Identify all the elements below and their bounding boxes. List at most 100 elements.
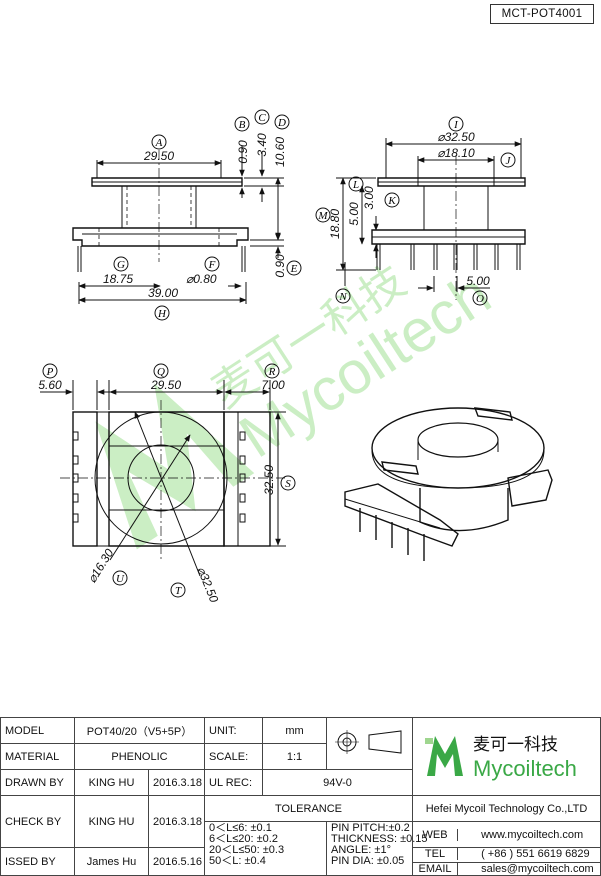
check-date: 2016.3.18 bbox=[147, 795, 206, 848]
callout-d: D bbox=[274, 114, 290, 130]
callout-s: S bbox=[280, 475, 296, 491]
tolerance-length-list: 0＜L≤6: ±0.1 6＜L≤20: ±0.2 20＜L≤50: ±0.3 5… bbox=[204, 821, 328, 876]
svg-text:N: N bbox=[338, 291, 347, 303]
dim-b: 0.90 bbox=[236, 140, 250, 164]
scale-label: SCALE: bbox=[204, 743, 264, 770]
projection-symbol bbox=[326, 717, 414, 770]
dim-f: ⌀0.80 bbox=[186, 272, 217, 286]
issued-by-label: ISSED BY bbox=[0, 847, 75, 876]
callout-k: K bbox=[384, 192, 400, 208]
callout-q: Q bbox=[153, 363, 169, 379]
web-row: WEB www.mycoiltech.com bbox=[412, 821, 601, 848]
svg-text:O: O bbox=[476, 293, 484, 305]
svg-text:K: K bbox=[387, 195, 396, 207]
drawn-by-value: KING HU bbox=[74, 769, 149, 796]
tolerance-other-list: PIN PITCH:±0.2 THICKNESS: ±0.15 ANGLE: ±… bbox=[326, 821, 428, 876]
dim-r: 7.00 bbox=[261, 378, 285, 392]
tol-line: 0＜L≤6: ±0.1 bbox=[209, 822, 272, 834]
web-value[interactable]: www.mycoiltech.com bbox=[481, 828, 584, 841]
tol-line: ANGLE: ±1° bbox=[331, 844, 391, 856]
front-view: 29.50 39.00 18.75 ⌀0.80 0.90 3.40 10.60 … bbox=[72, 133, 287, 304]
unit-label: UNIT: bbox=[204, 717, 264, 744]
callout-r: R bbox=[264, 363, 280, 379]
mycoiltech-logo: 麦可一科技 Mycoiltech bbox=[425, 735, 577, 781]
tel-value: ( +86 ) 551 6619 6829 bbox=[481, 848, 590, 860]
dim-k: 3.00 bbox=[362, 186, 376, 210]
svg-text:C: C bbox=[258, 112, 266, 124]
tol-line: 50＜L: ±0.4 bbox=[209, 855, 266, 867]
tol-line: THICKNESS: ±0.15 bbox=[331, 833, 428, 845]
callout-b: B bbox=[234, 116, 250, 132]
callout-h: H bbox=[154, 305, 170, 321]
model-label: MODEL bbox=[0, 717, 75, 744]
tolerance-heading: TOLERANCE bbox=[204, 795, 414, 822]
dim-t: ⌀32.50 bbox=[194, 565, 221, 605]
svg-text:S: S bbox=[285, 478, 291, 490]
tel-row: TEL ( +86 ) 551 6619 6829 EMAIL sales@my… bbox=[412, 847, 601, 876]
svg-text:U: U bbox=[116, 573, 125, 585]
issued-date: 2016.5.16 bbox=[147, 847, 206, 876]
dim-c: 3.40 bbox=[255, 133, 269, 157]
svg-text:G: G bbox=[117, 259, 125, 271]
tol-line: 6＜L≤20: ±0.2 bbox=[209, 833, 278, 845]
dim-u: ⌀16.30 bbox=[85, 546, 117, 585]
svg-text:J: J bbox=[506, 155, 512, 167]
logo-cn: 麦可一科技 bbox=[473, 735, 558, 755]
email-value[interactable]: sales@mycoiltech.com bbox=[481, 863, 594, 875]
callout-c: C bbox=[254, 109, 270, 125]
company-logo-cell: 麦可一科技 Mycoiltech bbox=[412, 717, 601, 796]
side-view: ⌀32.50 ⌀18.10 18.80 5.00 3.00 5.00 bbox=[328, 130, 526, 300]
svg-text:E: E bbox=[290, 263, 298, 275]
tol-line: PIN PITCH:±0.2 bbox=[331, 822, 410, 834]
check-by-label: CHECK BY bbox=[0, 795, 75, 848]
dim-s: 32.50 bbox=[262, 465, 276, 495]
svg-text:R: R bbox=[268, 366, 276, 378]
callout-f: F bbox=[204, 256, 220, 272]
dim-h: 39.00 bbox=[148, 286, 178, 300]
svg-text:H: H bbox=[157, 308, 167, 320]
dim-q: 29.50 bbox=[150, 378, 181, 392]
dim-a: 29.50 bbox=[143, 149, 174, 163]
callout-n: N bbox=[335, 288, 351, 304]
callout-t: T bbox=[170, 582, 186, 598]
svg-text:M: M bbox=[317, 210, 328, 222]
logo-en: Mycoiltech bbox=[473, 756, 577, 781]
callouts: A B C D E F G H I J K L M N O P Q R S T … bbox=[42, 109, 516, 598]
web-label: WEB bbox=[413, 828, 459, 841]
check-by-value: KING HU bbox=[74, 795, 149, 848]
svg-text:B: B bbox=[239, 119, 246, 131]
svg-text:F: F bbox=[208, 259, 216, 271]
dim-p: 5.60 bbox=[38, 378, 62, 392]
material-value: PHENOLIC bbox=[73, 743, 206, 770]
svg-text:P: P bbox=[46, 366, 54, 378]
scale-value: 1:1 bbox=[262, 743, 328, 770]
svg-text:Q: Q bbox=[157, 366, 165, 378]
dim-g: 18.75 bbox=[103, 272, 133, 286]
company-full-name: Hefei Mycoil Technology Co.,LTD bbox=[412, 795, 601, 822]
svg-text:T: T bbox=[175, 585, 182, 597]
tel-label: TEL bbox=[413, 848, 459, 860]
drawn-by-label: DRAWN BY bbox=[0, 769, 75, 796]
callout-e: E bbox=[286, 260, 302, 276]
material-label: MATERIAL bbox=[0, 743, 75, 770]
callout-i: I bbox=[448, 116, 464, 132]
callout-p: P bbox=[42, 363, 58, 379]
drawn-date: 2016.3.18 bbox=[147, 769, 206, 796]
issued-by-value: James Hu bbox=[74, 847, 149, 876]
ul-rec-value: 94V-0 bbox=[262, 769, 414, 796]
callout-j: J bbox=[500, 152, 516, 168]
callout-a: A bbox=[151, 134, 167, 150]
dim-j: ⌀18.10 bbox=[437, 146, 475, 160]
tol-line: PIN DIA: ±0.05 bbox=[331, 855, 405, 867]
svg-text:L: L bbox=[352, 179, 359, 191]
callout-u: U bbox=[112, 570, 128, 586]
svg-text:D: D bbox=[277, 117, 286, 129]
callout-g: G bbox=[113, 256, 129, 272]
model-value: POT40/20（V5+5P） bbox=[73, 717, 206, 744]
unit-value: mm bbox=[262, 717, 328, 744]
dim-o: 5.00 bbox=[466, 274, 490, 288]
technical-drawing: 麦可一科技 Mycoiltech 29.50 39.00 1 bbox=[38, 109, 553, 605]
ul-rec-label: UL REC: bbox=[204, 769, 264, 796]
drawing-code: MCT-POT4001 bbox=[490, 4, 594, 24]
callout-l: L bbox=[348, 176, 364, 192]
